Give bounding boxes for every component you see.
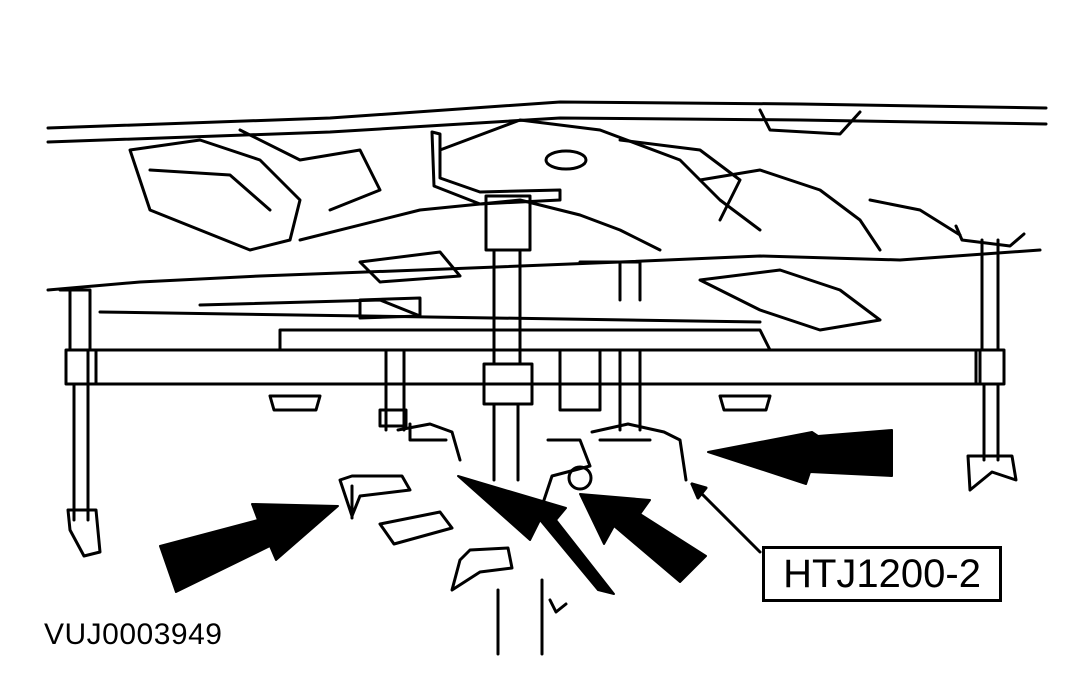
callout-leader (690, 482, 762, 554)
right-support-post (954, 224, 1026, 492)
arrow-center-right (579, 493, 707, 583)
arrow-lower-left (159, 503, 339, 593)
direction-arrows (159, 429, 893, 595)
vehicle-underbody (46, 100, 1048, 332)
left-support-post (64, 288, 102, 558)
center-jack-column (430, 130, 568, 656)
arrow-right (707, 429, 893, 485)
tool-callout-label: HTJ1200-2 (762, 546, 1002, 602)
arrow-center-left (457, 475, 615, 595)
figure-id: VUJ0003949 (44, 618, 223, 651)
clamp-assemblies (268, 348, 772, 546)
